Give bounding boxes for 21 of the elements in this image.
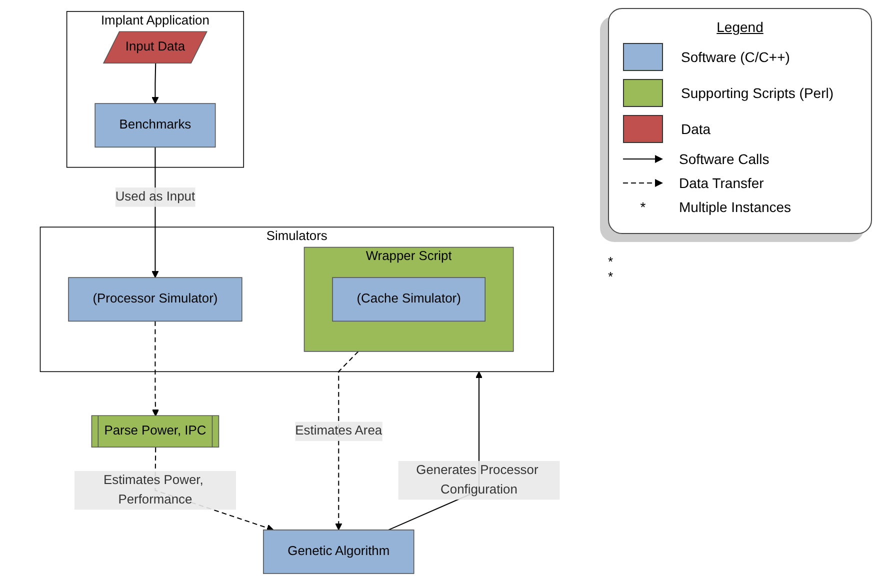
legend-label: Multiple Instances: [679, 199, 792, 215]
edge-label: Generates Processor Configuration: [416, 463, 538, 497]
legend-label: Supporting Scripts (Perl): [681, 85, 834, 101]
legend-label: Software (C/C++): [681, 49, 790, 65]
edge-label: Used as Input: [115, 190, 196, 204]
multiple-instances-mark: *: [608, 254, 614, 269]
node-box: (Cache Simulator): [332, 277, 486, 322]
arrow: [152, 321, 160, 416]
arrow: [335, 351, 359, 530]
edge-label: Estimates Area: [295, 424, 382, 438]
arrow: [152, 64, 159, 104]
node-box: Genetic Algorithm: [263, 530, 414, 574]
legend-label: Software Calls: [679, 151, 770, 167]
legend-label: Data: [681, 121, 711, 137]
edge-label: Estimates Power, Performance: [103, 473, 204, 507]
node-box: Benchmarks: [94, 103, 216, 148]
asterisk-symbol: *: [639, 199, 647, 215]
legend-title: Legend: [716, 19, 764, 35]
multiple-instances-mark: *: [608, 269, 614, 284]
node-box: (Processor Simulator): [68, 277, 242, 322]
legend-label: Data Transfer: [679, 175, 764, 191]
